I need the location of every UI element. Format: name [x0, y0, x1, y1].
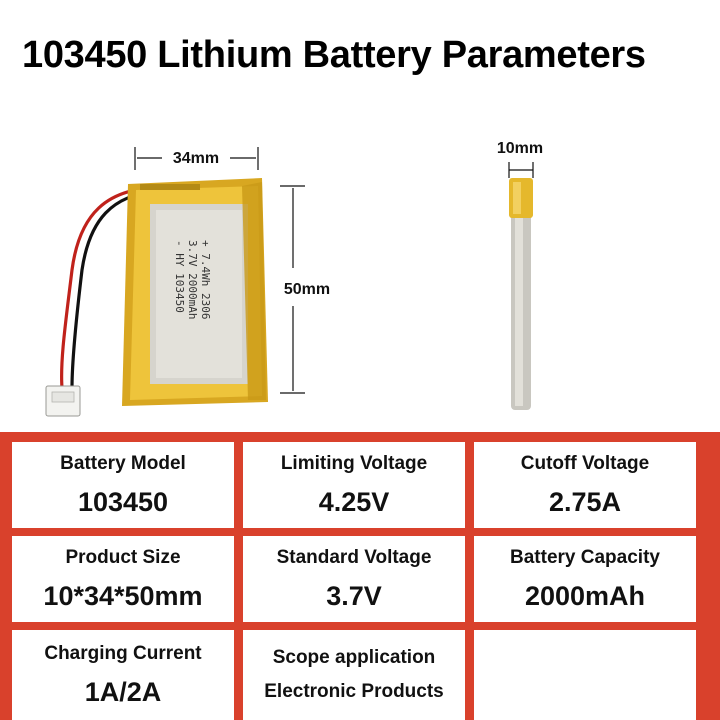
- cell-cutoff-voltage: Cutoff Voltage 2.75A: [474, 442, 696, 528]
- width-dimension: 34mm: [134, 147, 259, 170]
- cell-label: Cutoff Voltage: [520, 452, 650, 474]
- battery-front-view: - HY 103450 3.7V 2000mAh + 7.4Wh 2306: [122, 178, 268, 406]
- cell-value: 4.25V: [318, 486, 390, 517]
- cell-scope-application: Scope application Electronic Products: [243, 630, 465, 720]
- cell-value: 103450: [77, 486, 169, 517]
- battery-print-line2: 3.7V 2000mAh: [186, 240, 199, 319]
- cell-label: Scope application: [272, 647, 436, 668]
- height-dimension: 50mm: [280, 185, 330, 394]
- width-label: 34mm: [173, 150, 219, 167]
- cell-label: Standard Voltage: [276, 546, 432, 568]
- cell-empty: [474, 630, 696, 720]
- battery-print-line1: - HY 103450: [173, 240, 186, 313]
- battery-side-view: [509, 178, 533, 410]
- cell-limiting-voltage: Limiting Voltage 4.25V: [243, 442, 465, 528]
- cell-label: Charging Current: [44, 642, 202, 664]
- cell-value: 10*34*50mm: [43, 580, 203, 611]
- cell-label: Battery Model: [60, 452, 186, 474]
- thickness-label: 10mm: [497, 140, 543, 157]
- cell-value: Electronic Products: [264, 681, 444, 702]
- cell-label: Battery Capacity: [510, 546, 660, 568]
- page-title: 103450 Lithium Battery Parameters: [22, 34, 646, 76]
- height-label: 50mm: [284, 281, 330, 298]
- parameter-table: Battery Model 103450 Limiting Voltage 4.…: [0, 432, 720, 720]
- battery-illustration: 34mm 50mm 10mm - HY 103450 3.7V 2000mAh: [45, 140, 543, 417]
- cell-value: 3.7V: [326, 580, 382, 611]
- cell-product-size: Product Size 10*34*50mm: [12, 536, 234, 622]
- battery-connector: [45, 385, 81, 417]
- cell-label: Limiting Voltage: [280, 452, 428, 474]
- battery-wires: [60, 186, 149, 389]
- cell-charging-current: Charging Current 1A/2A: [12, 630, 234, 720]
- cell-battery-model: Battery Model 103450: [12, 442, 234, 528]
- cell-standard-voltage: Standard Voltage 3.7V: [243, 536, 465, 622]
- cell-value: 2000mAh: [524, 580, 646, 611]
- cell-value: 2.75A: [548, 486, 622, 517]
- cell-label: Product Size: [65, 546, 181, 568]
- thickness-dimension: 10mm: [497, 140, 543, 178]
- cell-value: 1A/2A: [84, 676, 162, 707]
- cell-battery-capacity: Battery Capacity 2000mAh: [474, 536, 696, 622]
- battery-print-line3: + 7.4Wh 2306: [199, 240, 212, 319]
